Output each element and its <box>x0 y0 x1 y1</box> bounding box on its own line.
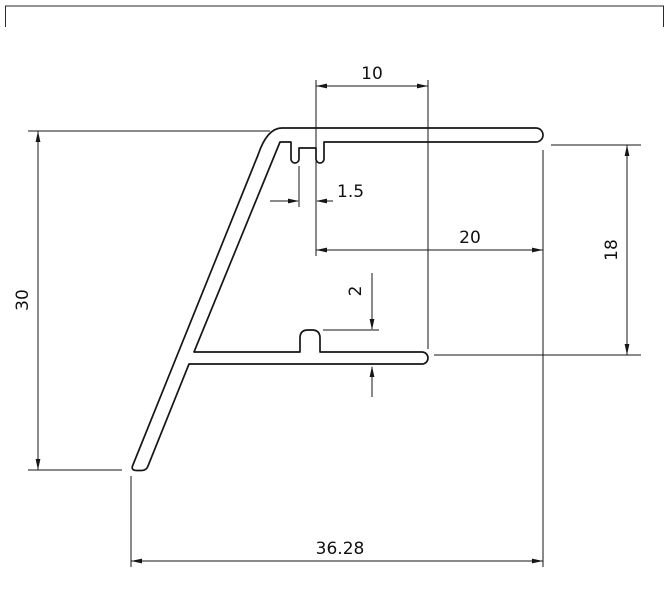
arrowhead-right <box>417 83 428 89</box>
dim-label-flange-width: 20 <box>459 228 481 248</box>
arrowhead-down <box>369 319 375 330</box>
dimension-top-width: 10 <box>315 64 429 349</box>
dim-label-top-width: 10 <box>361 64 383 84</box>
dimension-right-height: 18 <box>434 144 641 356</box>
arrowhead-top <box>35 131 41 142</box>
arrowhead-bottom <box>35 459 41 470</box>
arrowhead-top <box>624 145 630 156</box>
arrowhead-right <box>532 247 543 253</box>
arrowhead-right <box>532 558 543 564</box>
profile-outline <box>131 127 544 472</box>
sheet-frame <box>5 5 664 27</box>
dimension-rib-height: 2 <box>323 273 379 397</box>
dim-label-slot-width: 1.5 <box>337 182 364 202</box>
dimension-overall-height: 30 <box>13 130 270 471</box>
dim-label-rib-height: 2 <box>346 286 366 297</box>
arrowhead-bottom <box>624 344 630 355</box>
arrowhead-left <box>316 247 327 253</box>
arrowhead-left <box>131 558 142 564</box>
arrowhead-up <box>369 366 375 377</box>
dim-label-right-height: 18 <box>602 239 622 261</box>
dimension-flange-width: 20 <box>316 228 543 253</box>
dimension-overall-width: 36.28 <box>130 150 544 567</box>
dimension-slot-width: 1.5 <box>270 166 364 207</box>
arrowhead-right <box>316 198 327 204</box>
arrowhead-left <box>288 198 299 204</box>
dim-label-overall-width: 36.28 <box>316 539 365 559</box>
arrowhead-left <box>316 83 327 89</box>
dim-label-overall-height: 30 <box>13 289 33 311</box>
